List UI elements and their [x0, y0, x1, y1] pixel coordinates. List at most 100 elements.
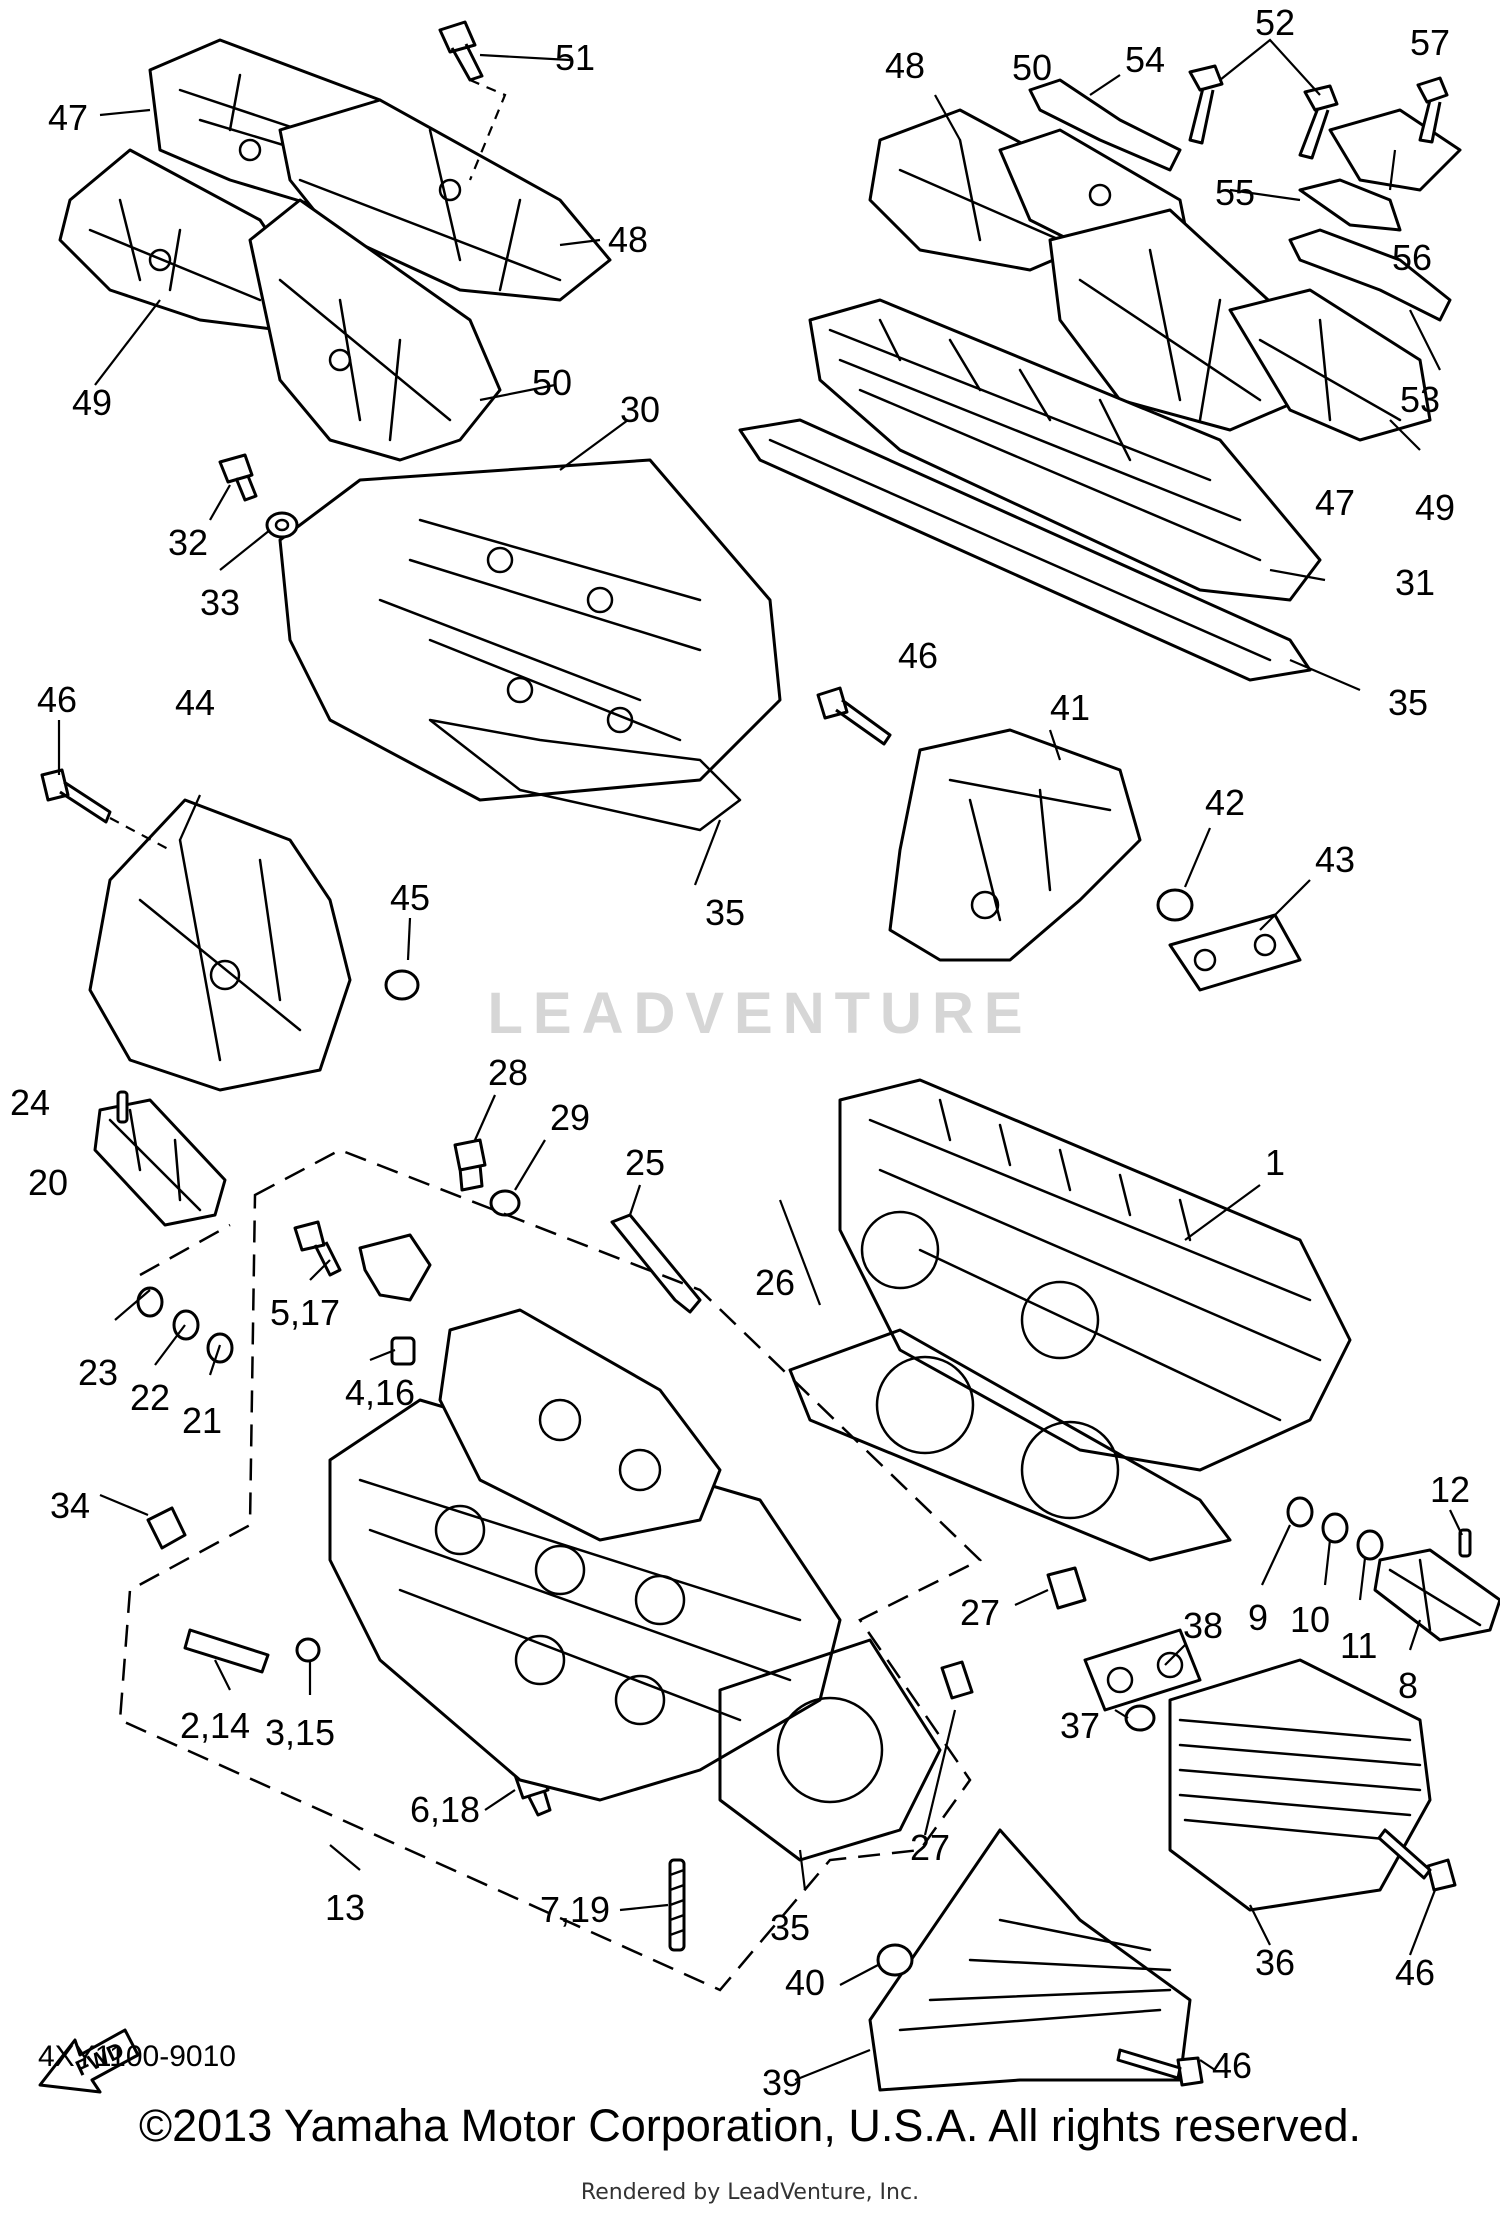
gasket-26-rear — [788, 1328, 1232, 1562]
callout-label: 4,16 — [345, 1372, 415, 1413]
bolt-5-17 — [293, 1220, 342, 1277]
callout-label: 10 — [1290, 1599, 1330, 1640]
callout-label: 46 — [1395, 1952, 1435, 1993]
callout-label: 24 — [10, 1082, 50, 1123]
callout-label: 12 — [1430, 1469, 1470, 1510]
callout-label: 27 — [910, 1827, 950, 1868]
callout-label: 3,15 — [265, 1712, 335, 1753]
callout-label: 47 — [48, 97, 88, 138]
callout-label: 37 — [1060, 1705, 1100, 1746]
dowel-27-rear — [1046, 1566, 1087, 1610]
callout-label: 57 — [1410, 22, 1450, 63]
callout-label: 46 — [37, 679, 77, 720]
bolt-57 — [1416, 76, 1449, 144]
spark-plug-25 — [610, 1213, 702, 1314]
callout-label: 41 — [1050, 687, 1090, 728]
callout-label: 34 — [50, 1485, 90, 1526]
callout-label: 7,19 — [540, 1889, 610, 1930]
stud-7-19 — [668, 1858, 686, 1952]
heat-shield-50-left — [248, 198, 502, 462]
callout-label: 29 — [550, 1097, 590, 1138]
collar-40 — [876, 1943, 914, 1977]
callout-label: 13 — [325, 1887, 365, 1928]
callout-label: 31 — [1395, 562, 1435, 603]
callout-label: 36 — [1255, 1942, 1295, 1983]
callout-label: 2,14 — [180, 1705, 250, 1746]
head-cover-31 — [808, 298, 1322, 602]
callout-label: 28 — [488, 1052, 528, 1093]
callout-label: 33 — [200, 582, 240, 623]
callout-label: 35 — [770, 1907, 810, 1948]
washer-33 — [265, 511, 299, 539]
callout-labels: 51 47 48 49 50 48 50 52 54 57 55 56 53 4… — [10, 2, 1470, 2103]
camshaft-20 — [93, 1098, 227, 1227]
rendered-by-notice: Rendered by LeadVenture, Inc. — [580, 2180, 920, 2205]
callout-label: 55 — [1215, 172, 1255, 213]
bolt-46-left — [40, 768, 112, 824]
callout-label: 50 — [532, 362, 572, 403]
callout-label: 35 — [705, 892, 745, 933]
bracket-53 — [1288, 228, 1452, 322]
callout-label: 49 — [72, 382, 112, 423]
bolt-28 — [453, 1138, 487, 1192]
callout-label: 46 — [898, 635, 938, 676]
diagram-code: 4XY1100-9010 — [38, 2040, 236, 2073]
callout-label: 23 — [78, 1352, 118, 1393]
heat-shield-48-left — [278, 98, 612, 302]
assembly-13-outline — [118, 1148, 983, 1992]
collar-37 — [1124, 1704, 1156, 1732]
callout-label: 11 — [1340, 1625, 1377, 1666]
callout-label: 1 — [1265, 1142, 1285, 1183]
callout-label: 53 — [1400, 379, 1440, 420]
callout-label: 47 — [1315, 482, 1355, 523]
bracket-5-17 — [358, 1233, 432, 1302]
callout-label: 26 — [755, 1262, 795, 1303]
bolt-51 — [438, 20, 484, 82]
pin-12 — [1458, 1528, 1472, 1558]
callout-label: 32 — [168, 522, 208, 563]
plug-34 — [146, 1506, 187, 1550]
bracket-54 — [1028, 78, 1182, 172]
cylinder-head-rear — [838, 1078, 1352, 1472]
callout-label: 51 — [555, 37, 595, 78]
callout-label: 46 — [1212, 2045, 1252, 2086]
nut-29 — [489, 1189, 521, 1217]
callout-label: 45 — [390, 877, 430, 918]
head-cover-30 — [278, 458, 782, 802]
gasket-26-front — [718, 1638, 942, 1862]
callout-label: 20 — [28, 1162, 68, 1203]
callout-label: 8 — [1398, 1665, 1418, 1706]
ball-3-15 — [295, 1637, 321, 1663]
watermark-text: LEADVENTURE — [487, 981, 1033, 1046]
pin-24 — [116, 1090, 129, 1124]
callout-label: 27 — [960, 1592, 1000, 1633]
callout-label: 54 — [1125, 39, 1165, 80]
gasket-35-center — [428, 718, 742, 832]
callout-label: 22 — [130, 1377, 170, 1418]
gasket-38 — [1083, 1628, 1202, 1712]
callout-label: 50 — [1012, 47, 1052, 88]
callout-label: 38 — [1183, 1605, 1223, 1646]
o-rings-21-22-23 — [136, 1286, 234, 1364]
pin-2-14 — [183, 1628, 270, 1674]
callout-label: 39 — [762, 2062, 802, 2103]
callout-label: 48 — [608, 219, 648, 260]
heat-shield-49-right — [1228, 288, 1432, 442]
callout-label: 9 — [1248, 1597, 1268, 1638]
callout-label: 44 — [175, 682, 215, 723]
bolt-46-cylinder — [1377, 1828, 1457, 1892]
callout-label: 52 — [1255, 2, 1295, 43]
side-cover-41 — [888, 728, 1142, 962]
heat-shield-47-right — [1048, 208, 1302, 432]
callout-label: 49 — [1415, 487, 1455, 528]
clip-55 — [1298, 178, 1402, 232]
dowel-27-front — [940, 1660, 974, 1700]
gasket-43 — [1168, 913, 1302, 992]
callout-label: 56 — [1392, 237, 1432, 278]
callout-label: 30 — [620, 389, 660, 430]
o-rings-9-10-11 — [1286, 1496, 1384, 1561]
bolt-46-mid — [816, 686, 892, 746]
cylinder-36 — [1168, 1658, 1432, 1912]
callout-label: 5,17 — [270, 1292, 340, 1333]
